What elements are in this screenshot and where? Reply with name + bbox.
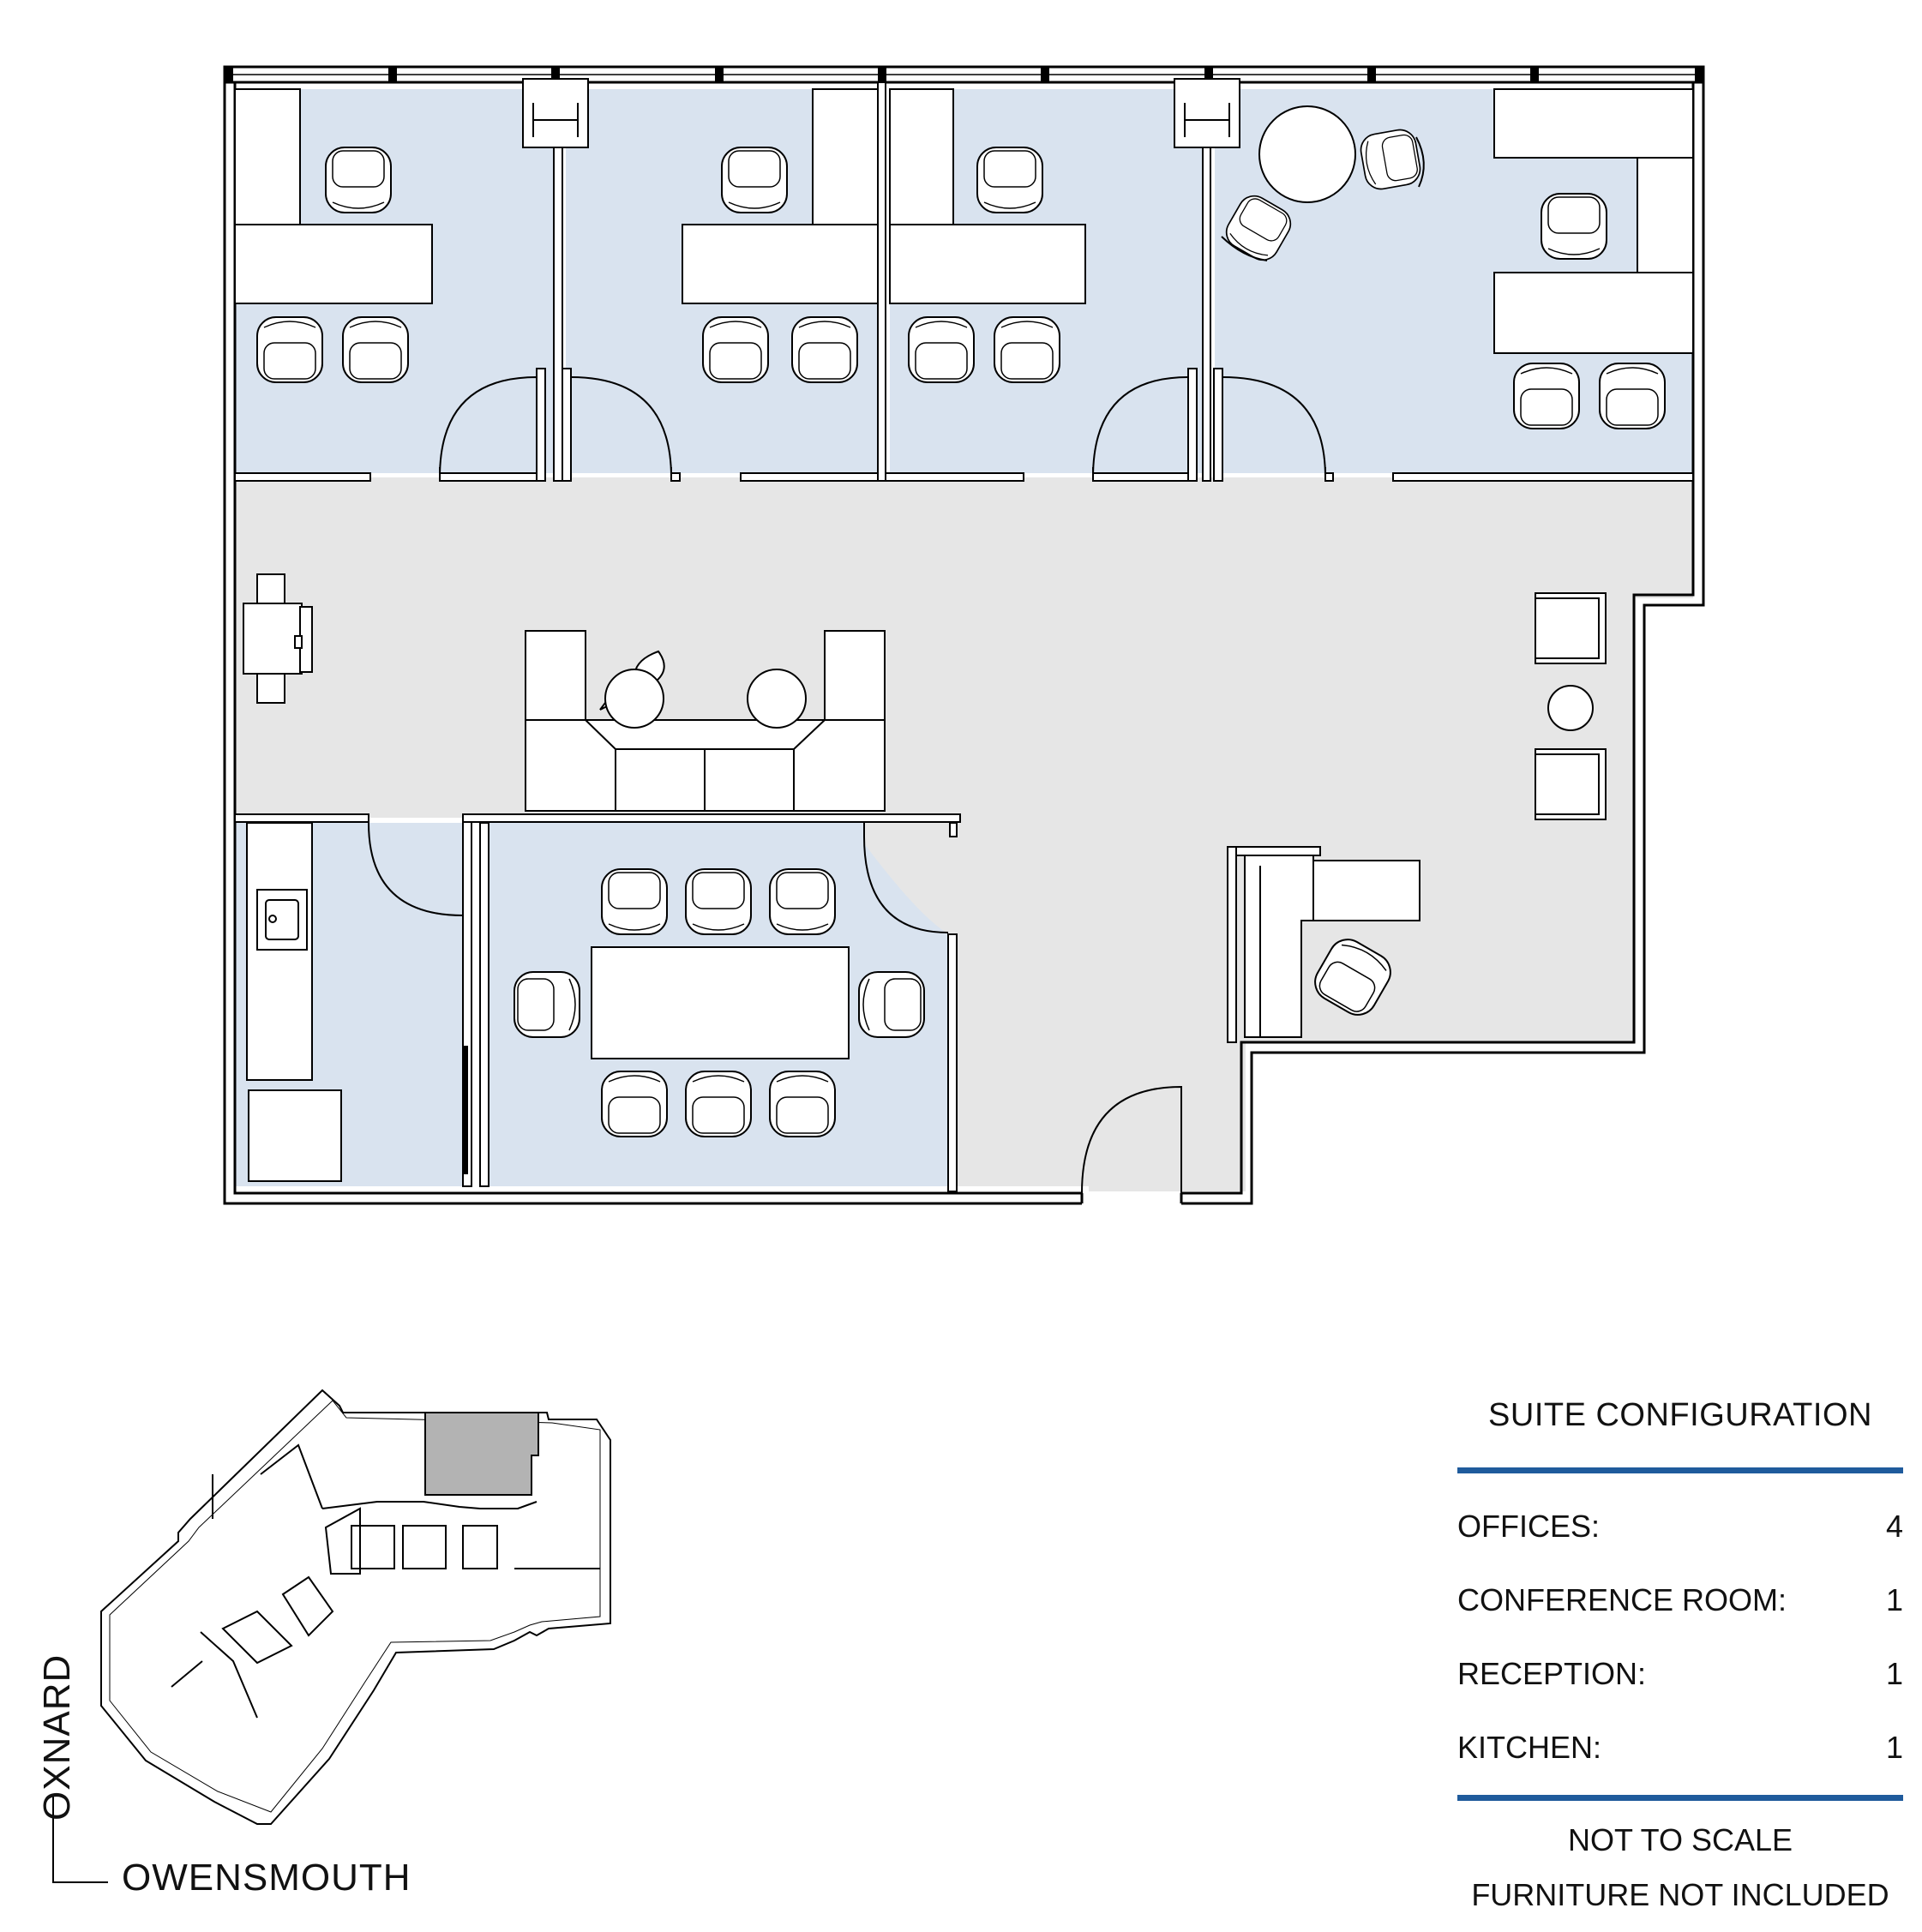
conference-furniture bbox=[514, 868, 925, 1137]
building-key-map bbox=[100, 1389, 611, 1825]
legend-row-offices: OFFICES: 4 bbox=[1457, 1509, 1903, 1551]
reception-desk bbox=[1244, 855, 1420, 1038]
legend-label: OFFICES: bbox=[1457, 1509, 1601, 1544]
legend-title: SUITE CONFIGURATION bbox=[1488, 1397, 1872, 1433]
suite-plan bbox=[223, 65, 1705, 1205]
legend-label: KITCHEN: bbox=[1457, 1730, 1602, 1765]
suite-highlight bbox=[424, 1412, 539, 1496]
copier bbox=[243, 573, 313, 704]
legend-label: RECEPTION: bbox=[1457, 1656, 1647, 1691]
legend-bottom-rule bbox=[1457, 1795, 1903, 1801]
legend-value: 4 bbox=[1885, 1509, 1903, 1544]
legend-label: CONFERENCE ROOM: bbox=[1457, 1582, 1787, 1617]
reception-seating bbox=[1535, 592, 1607, 820]
kitchen-door-track bbox=[463, 1046, 468, 1174]
street-label-oxnard: OXNARD bbox=[36, 1653, 78, 1821]
legend-row-kitchen: KITCHEN: 1 bbox=[1457, 1730, 1903, 1773]
legend-note-scale: NOT TO SCALE bbox=[1567, 1822, 1793, 1857]
legend-value: 1 bbox=[1885, 1582, 1903, 1617]
legend-value: 1 bbox=[1885, 1730, 1903, 1765]
street-label-owensmouth: OWENSMOUTH bbox=[122, 1857, 411, 1899]
office-1-furniture bbox=[234, 88, 433, 383]
legend-value: 1 bbox=[1885, 1656, 1903, 1691]
legend-row-conference-room: CONFERENCE ROOM: 1 bbox=[1457, 1582, 1903, 1625]
key-map-corner-bracket bbox=[52, 1797, 108, 1883]
office-2-furniture bbox=[682, 88, 879, 383]
legend-top-rule bbox=[1457, 1467, 1903, 1473]
legend-note-furniture: FURNITURE NOT INCLUDED bbox=[1471, 1877, 1889, 1912]
office-3-furniture bbox=[889, 88, 1086, 383]
workstations bbox=[525, 630, 886, 812]
office-4-furniture bbox=[1220, 88, 1694, 429]
legend-row-reception: RECEPTION: 1 bbox=[1457, 1656, 1903, 1699]
